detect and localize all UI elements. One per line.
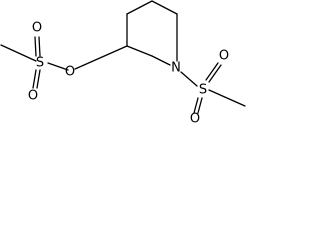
bond-n-s-right xyxy=(180,71,198,87)
bond-right-s-o-bottom-b xyxy=(197,97,203,114)
bond-right-s-o-bottom-a xyxy=(193,97,199,114)
ring-bond-n1-c2 xyxy=(151,55,171,66)
bond-right-s-o-top-b xyxy=(208,64,222,83)
left-sulfonyl-oxygen-bottom-label: O xyxy=(28,89,38,104)
right-sulfonyl-oxygen-top-label: O xyxy=(219,49,229,64)
right-sulfonyl-oxygen-bottom-label: O xyxy=(190,112,200,127)
bond-left-s-o-top-a xyxy=(34,36,37,57)
bond-c3-o xyxy=(74,45,128,70)
bond-left-s-o-bottom-a xyxy=(32,69,37,89)
ring-bond-c5-c6 xyxy=(151,0,178,15)
ring-nitrogen-label: N xyxy=(171,61,181,76)
ring-bond-c2-c3 xyxy=(126,45,153,57)
left-sulfonyl-oxygen-top-label: O xyxy=(32,21,42,36)
molecule-structure: N O S O O S O O xyxy=(0,0,246,127)
bond-left-s-o-bottom-b xyxy=(36,69,41,89)
bond-right-s-methyl xyxy=(208,89,246,107)
ring-bond-c4-c5 xyxy=(126,0,153,15)
right-sulfur-label: S xyxy=(199,83,207,98)
bond-o-s-left xyxy=(47,62,69,71)
bond-left-s-o-top-b xyxy=(38,36,41,57)
bond-left-s-methyl xyxy=(0,44,37,62)
left-sulfur-label: S xyxy=(36,56,44,71)
structure-canvas: N O S O O S O O xyxy=(0,0,248,126)
ester-oxygen-label: O xyxy=(65,65,75,80)
bond-right-s-o-top-a xyxy=(205,62,219,81)
atom-labels: N O S O O S O O xyxy=(28,21,229,127)
bond-lines xyxy=(0,0,246,114)
